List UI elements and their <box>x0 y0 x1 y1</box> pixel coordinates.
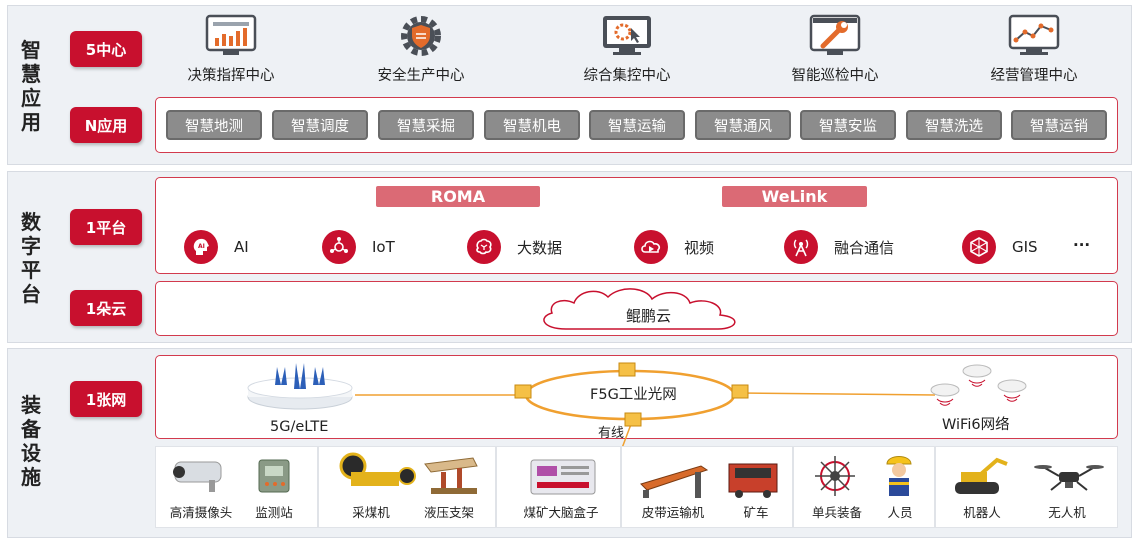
center-decision-command[interactable]: 决策指挥中心 <box>146 14 316 85</box>
f5g-label: F5G工业光网 <box>590 387 677 403</box>
camera-icon <box>173 461 222 492</box>
line-chart-icon <box>1008 14 1060 55</box>
tag-1-platform: 1平台 <box>70 209 142 245</box>
capability-video[interactable]: 视频 <box>634 230 714 264</box>
capability-label: AI <box>234 238 249 256</box>
soldier-gear-icon <box>815 456 855 496</box>
capabilities-more[interactable]: ··· <box>1073 236 1091 254</box>
device-label-belt-conveyor: 皮带运输机 <box>641 505 705 520</box>
device-label-hydraulic-support: 液压支架 <box>423 505 474 520</box>
wired-label: 有线 <box>598 426 625 441</box>
wrench-screen-icon <box>809 14 861 55</box>
center-label: 安全生产中心 <box>377 68 465 84</box>
app-button-dispatch[interactable]: 智慧调度 <box>272 110 368 140</box>
center-safety-production[interactable]: 安全生产中心 <box>336 14 506 85</box>
devices-illustration <box>173 452 1104 498</box>
belt-conveyor-icon <box>640 465 709 498</box>
device-label-worker: 人员 <box>887 505 913 520</box>
device-layer-title: 装 备 设 施 <box>21 393 41 489</box>
center-label: 综合集控中心 <box>583 68 671 84</box>
capability-gis[interactable]: GIS <box>962 230 1038 264</box>
monitor-cursor-icon <box>603 16 651 55</box>
device-label-robot: 机器人 <box>963 505 1001 520</box>
device-label-camera: 高清摄像头 <box>169 505 233 520</box>
robot-icon <box>955 457 1008 494</box>
tag-1-network: 1张网 <box>70 381 142 417</box>
mine-car-icon <box>728 463 778 498</box>
hydraulic-support-icon <box>424 457 478 494</box>
tag-5-centers: 5中心 <box>70 31 142 67</box>
device-group-personnel <box>793 446 935 528</box>
gis-hex-icon <box>962 230 996 264</box>
app-button-mining[interactable]: 智慧采掘 <box>378 110 474 140</box>
cloud-label: 鲲鹏云 <box>626 307 672 325</box>
lte-label: 5G/eLTE <box>270 419 329 435</box>
monitor-station-icon <box>258 459 290 493</box>
device-label-shearer: 采煤机 <box>352 505 390 520</box>
app-button-electromech[interactable]: 智慧机电 <box>484 110 580 140</box>
capability-label: IoT <box>372 238 395 256</box>
brain-box-icon <box>530 459 596 495</box>
antenna-icon <box>784 230 818 264</box>
tag-n-apps: N应用 <box>70 107 142 143</box>
device-label-drone: 无人机 <box>1048 505 1086 520</box>
app-layer-title: 智 慧 应 用 <box>21 38 41 134</box>
capability-label: GIS <box>1012 238 1038 256</box>
capability-label: 大数据 <box>517 238 563 257</box>
capability-convergence-comm[interactable]: 融合通信 <box>784 230 894 264</box>
app-button-washing[interactable]: 智慧洗选 <box>906 110 1002 140</box>
shearer-icon <box>339 452 416 486</box>
device-label-monitor-station: 监测站 <box>255 505 293 520</box>
device-label-soldier-gear: 单兵装备 <box>811 505 862 520</box>
video-cloud-icon <box>634 230 668 264</box>
center-integrated-control[interactable]: 综合集控中心 <box>542 14 712 85</box>
gear-shield-icon <box>401 16 441 56</box>
center-label: 决策指挥中心 <box>187 68 275 84</box>
capability-label: 融合通信 <box>834 238 895 257</box>
worker-icon <box>886 456 912 496</box>
app-button-sales[interactable]: 智慧运销 <box>1011 110 1107 140</box>
app-button-safety[interactable]: 智慧安监 <box>800 110 896 140</box>
roma-bar: ROMA <box>376 186 540 207</box>
center-business-management[interactable]: 经营管理中心 <box>949 14 1119 85</box>
cloud-icon <box>543 288 736 330</box>
platform-panel <box>155 177 1118 274</box>
app-button-survey[interactable]: 智慧地测 <box>166 110 262 140</box>
app-button-ventilation[interactable]: 智慧通风 <box>695 110 791 140</box>
brain-data-icon <box>467 230 501 264</box>
center-label: 智能巡检中心 <box>791 68 879 84</box>
device-group-monitoring <box>155 446 318 528</box>
capability-bigdata[interactable]: 大数据 <box>467 230 562 264</box>
welink-bar: WeLink <box>722 186 867 207</box>
app-button-transport[interactable]: 智慧运输 <box>589 110 685 140</box>
capability-label: 视频 <box>684 238 715 257</box>
svg-text:AI: AI <box>198 243 205 250</box>
wifi-label: WiFi6网络 <box>942 417 1010 433</box>
platform-layer-title: 数 字 平 台 <box>21 210 41 306</box>
network-diagram <box>247 362 1027 485</box>
center-smart-inspection[interactable]: 智能巡检中心 <box>750 14 920 85</box>
capability-ai[interactable]: AI AI <box>184 230 249 264</box>
center-label: 经营管理中心 <box>990 68 1078 84</box>
tag-1-cloud: 1朵云 <box>70 290 142 326</box>
capability-iot[interactable]: IoT <box>322 230 395 264</box>
device-label-brain-box: 煤矿大脑盒子 <box>523 505 599 520</box>
dashboard-chart-icon <box>205 14 257 55</box>
iot-network-icon <box>322 230 356 264</box>
drone-icon <box>1034 465 1104 491</box>
ai-head-icon: AI <box>184 230 218 264</box>
device-label-mine-car: 矿车 <box>743 505 769 520</box>
